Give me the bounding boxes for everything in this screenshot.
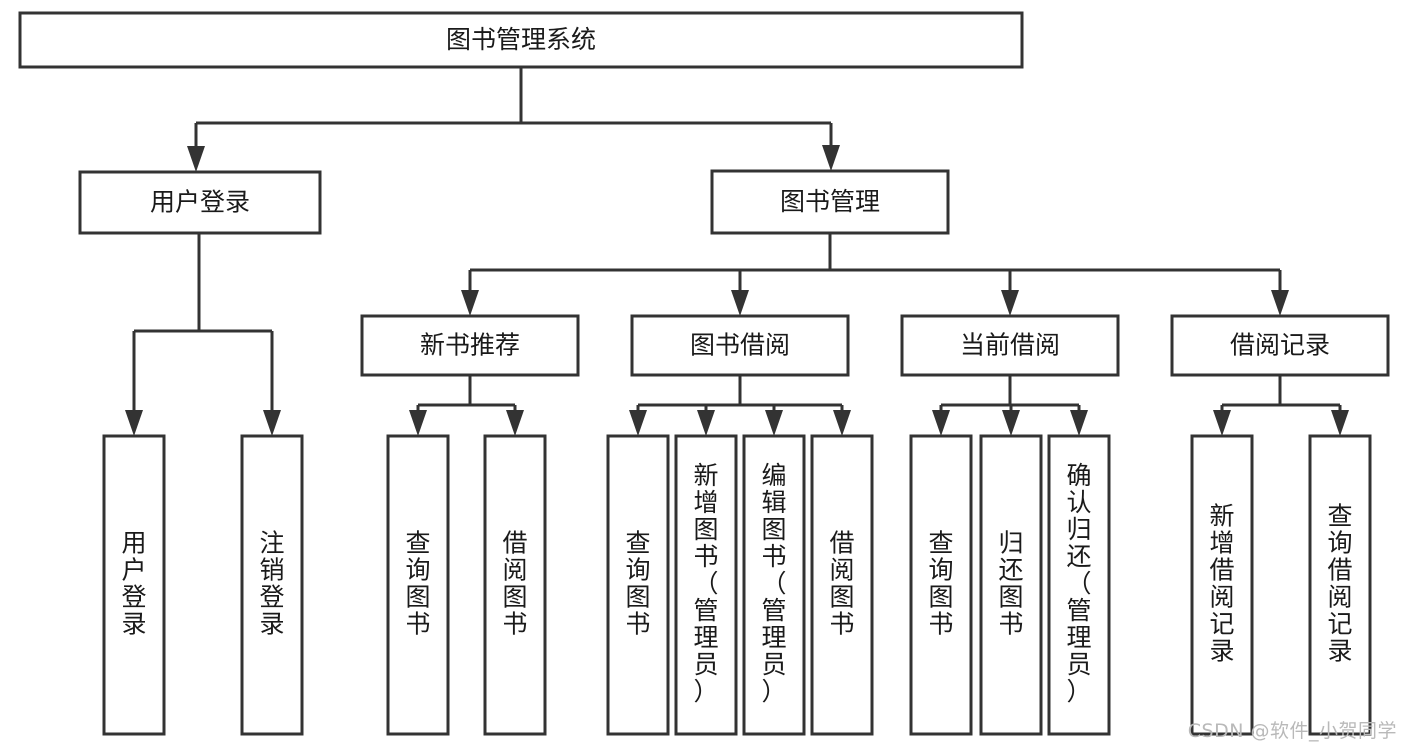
node-new-book-rec[interactable]: 新书推荐 bbox=[360, 314, 580, 377]
book-borrow-drop-0-arrowhead bbox=[629, 410, 647, 436]
root-label: 图书管理系统 bbox=[446, 25, 596, 54]
leaf-user-login-box[interactable] bbox=[102, 434, 166, 736]
leaf-return-book-box[interactable] bbox=[979, 434, 1043, 736]
book-manage-box[interactable] bbox=[710, 169, 950, 235]
node-leaf-query-book-2[interactable]: 查询图书 bbox=[606, 434, 670, 736]
book-manage-drop-0-arrowhead bbox=[461, 290, 479, 316]
leaf-add-record-label: 新增借阅记录 bbox=[1209, 502, 1234, 666]
book-manage-drop-2-arrowhead bbox=[1001, 290, 1019, 316]
root-drop-0-arrowhead bbox=[187, 146, 205, 172]
book-borrow-drop-3-arrowhead bbox=[833, 410, 851, 436]
leaf-query-book-3-label: 查询图书 bbox=[928, 529, 953, 639]
leaf-borrow-book-1-box[interactable] bbox=[483, 434, 547, 736]
current-borrow-box[interactable] bbox=[900, 314, 1120, 377]
leaf-borrow-book-1-label: 借阅图书 bbox=[502, 529, 527, 639]
user-login-label: 用户登录 bbox=[150, 188, 250, 217]
book-manage-drop-3-arrowhead bbox=[1271, 290, 1289, 316]
user-login-box[interactable] bbox=[78, 170, 322, 235]
leaf-edit-book-box[interactable] bbox=[742, 434, 806, 736]
node-current-borrow[interactable]: 当前借阅 bbox=[900, 314, 1120, 377]
user-login-drop-0-arrowhead bbox=[125, 410, 143, 436]
current-borrow-drop-1-arrowhead bbox=[1002, 410, 1020, 436]
node-leaf-logout[interactable]: 注销登录 bbox=[240, 434, 304, 736]
leaf-user-login-label: 用户登录 bbox=[121, 529, 146, 639]
leaf-query-book-2-label: 查询图书 bbox=[625, 529, 650, 639]
node-leaf-confirm-return[interactable]: 确认归还（管理员） bbox=[1047, 434, 1111, 736]
book-manage-label: 图书管理 bbox=[780, 187, 880, 216]
leaf-confirm-return-box[interactable] bbox=[1047, 434, 1111, 736]
book-borrow-label: 图书借阅 bbox=[690, 331, 790, 360]
node-borrow-record[interactable]: 借阅记录 bbox=[1170, 314, 1390, 377]
leaf-add-book-label: 新增图书（管理员） bbox=[693, 461, 718, 706]
node-leaf-user-login[interactable]: 用户登录 bbox=[102, 434, 166, 736]
leaf-confirm-return-label: 确认归还（管理员） bbox=[1066, 461, 1091, 706]
new-book-rec-label: 新书推荐 bbox=[420, 331, 520, 360]
leaf-query-book-2-box[interactable] bbox=[606, 434, 670, 736]
borrow-record-drop-0-arrowhead bbox=[1213, 410, 1231, 436]
leaf-query-book-3-box[interactable] bbox=[909, 434, 973, 736]
leaf-query-book-1-label: 查询图书 bbox=[405, 529, 430, 639]
new-book-rec-box[interactable] bbox=[360, 314, 580, 377]
user-login-drop-1-arrowhead bbox=[263, 410, 281, 436]
current-borrow-drop-0-arrowhead bbox=[932, 410, 950, 436]
borrow-record-drop-1-arrowhead bbox=[1331, 410, 1349, 436]
new-book-rec-drop-0-arrowhead bbox=[409, 410, 427, 436]
borrow-record-label: 借阅记录 bbox=[1230, 331, 1330, 360]
node-leaf-query-book-1[interactable]: 查询图书 bbox=[386, 434, 450, 736]
node-leaf-add-record[interactable]: 新增借阅记录 bbox=[1190, 434, 1254, 736]
leaf-query-book-1-box[interactable] bbox=[386, 434, 450, 736]
leaf-borrow-book-2-label: 借阅图书 bbox=[829, 529, 854, 639]
leaf-edit-book-label: 编辑图书（管理员） bbox=[761, 461, 786, 706]
current-borrow-label: 当前借阅 bbox=[960, 331, 1060, 360]
root-box[interactable] bbox=[18, 11, 1024, 69]
node-leaf-borrow-book-2[interactable]: 借阅图书 bbox=[810, 434, 874, 736]
node-leaf-return-book[interactable]: 归还图书 bbox=[979, 434, 1043, 736]
leaf-query-record-box[interactable] bbox=[1308, 434, 1372, 736]
root-drop-1-arrowhead bbox=[822, 145, 840, 171]
node-root[interactable]: 图书管理系统 bbox=[18, 11, 1024, 69]
connectors-layer bbox=[125, 67, 1349, 436]
book-manage-drop-1-arrowhead bbox=[731, 290, 749, 316]
nodes-layer: 图书管理系统用户登录图书管理新书推荐图书借阅当前借阅借阅记录用户登录注销登录查询… bbox=[18, 11, 1390, 736]
borrow-record-box[interactable] bbox=[1170, 314, 1390, 377]
book-borrow-drop-1-arrowhead bbox=[697, 410, 715, 436]
node-leaf-query-book-3[interactable]: 查询图书 bbox=[909, 434, 973, 736]
new-book-rec-drop-1-arrowhead bbox=[506, 410, 524, 436]
book-borrow-box[interactable] bbox=[630, 314, 850, 377]
current-borrow-drop-2-arrowhead bbox=[1070, 410, 1088, 436]
watermark-text: CSDN @软件_小贺同学 bbox=[1187, 720, 1397, 742]
node-user-login[interactable]: 用户登录 bbox=[78, 170, 322, 235]
book-borrow-drop-2-arrowhead bbox=[765, 410, 783, 436]
leaf-add-book-box[interactable] bbox=[674, 434, 738, 736]
leaf-return-book-label: 归还图书 bbox=[998, 529, 1023, 639]
node-book-manage[interactable]: 图书管理 bbox=[710, 169, 950, 235]
leaf-logout-box[interactable] bbox=[240, 434, 304, 736]
leaf-add-record-box[interactable] bbox=[1190, 434, 1254, 736]
node-book-borrow[interactable]: 图书借阅 bbox=[630, 314, 850, 377]
node-leaf-add-book[interactable]: 新增图书（管理员） bbox=[674, 434, 738, 736]
leaf-logout-label: 注销登录 bbox=[259, 529, 284, 639]
node-leaf-query-record[interactable]: 查询借阅记录 bbox=[1308, 434, 1372, 736]
leaf-query-record-label: 查询借阅记录 bbox=[1327, 502, 1352, 666]
node-leaf-edit-book[interactable]: 编辑图书（管理员） bbox=[742, 434, 806, 736]
node-leaf-borrow-book-1[interactable]: 借阅图书 bbox=[483, 434, 547, 736]
leaf-borrow-book-2-box[interactable] bbox=[810, 434, 874, 736]
